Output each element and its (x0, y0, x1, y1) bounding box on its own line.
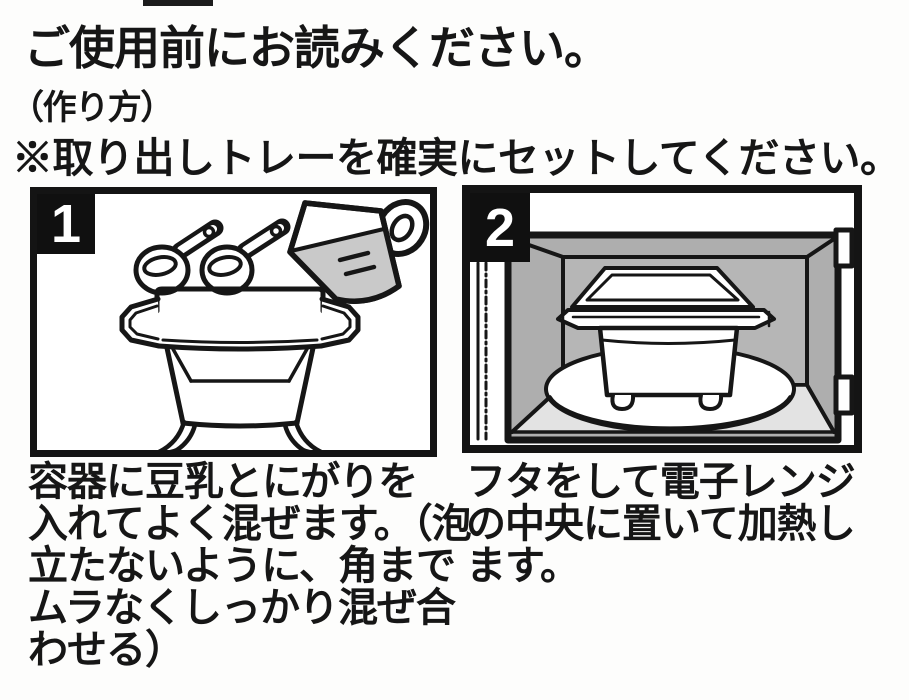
measuring-cup-icon (287, 199, 430, 304)
method-label: （作り方） (10, 89, 174, 127)
hinge-icon (833, 374, 854, 416)
step2-illustration-panel: 2 (462, 185, 862, 453)
caption-line: フタをして電子レンジ (466, 460, 856, 504)
page-title: ご使用前にお読みください。 (24, 22, 610, 74)
warning-note: ※取り出しトレーを確実にセットしてください。 (12, 135, 901, 181)
step1-number-badge: 1 (37, 194, 95, 254)
step2-caption: フタをして電子レンジ の中央に置いて加熱し ます。 (466, 460, 856, 588)
microwave-door-lines (476, 261, 488, 441)
caption-line: わせる） (28, 628, 185, 672)
measuring-spoon-icon (133, 219, 224, 296)
step2-number-badge: 2 (470, 193, 530, 262)
step1-caption: 容器に豆乳とにがりを 入れてよく混ぜます。（泡 立たないように、角まで ムラなく… (28, 460, 472, 672)
caption-line: 入れてよく混ぜます。（泡 (28, 502, 472, 546)
measuring-spoon-icon (199, 218, 291, 296)
tofu-container-icon (119, 286, 361, 450)
step2-illustration (476, 227, 854, 444)
scan-artifact (143, 0, 213, 6)
caption-line: 立たないように、角まで (28, 544, 456, 588)
step2-number: 2 (484, 197, 516, 258)
caption-line: の中央に置いて加熱し (466, 502, 856, 546)
step1-illustration-panel: 1 (30, 187, 437, 457)
caption-line: ムラなくしっかり混ぜ合 (28, 586, 456, 630)
caption-line: 容器に豆乳とにがりを (28, 460, 418, 504)
hinge-icon (833, 227, 854, 269)
step1-number: 1 (50, 194, 82, 254)
caption-line: ます。 (466, 544, 580, 588)
turntable-rim (548, 395, 792, 430)
lidded-tofu-container-icon (556, 266, 776, 411)
step1-illustration (119, 199, 430, 450)
